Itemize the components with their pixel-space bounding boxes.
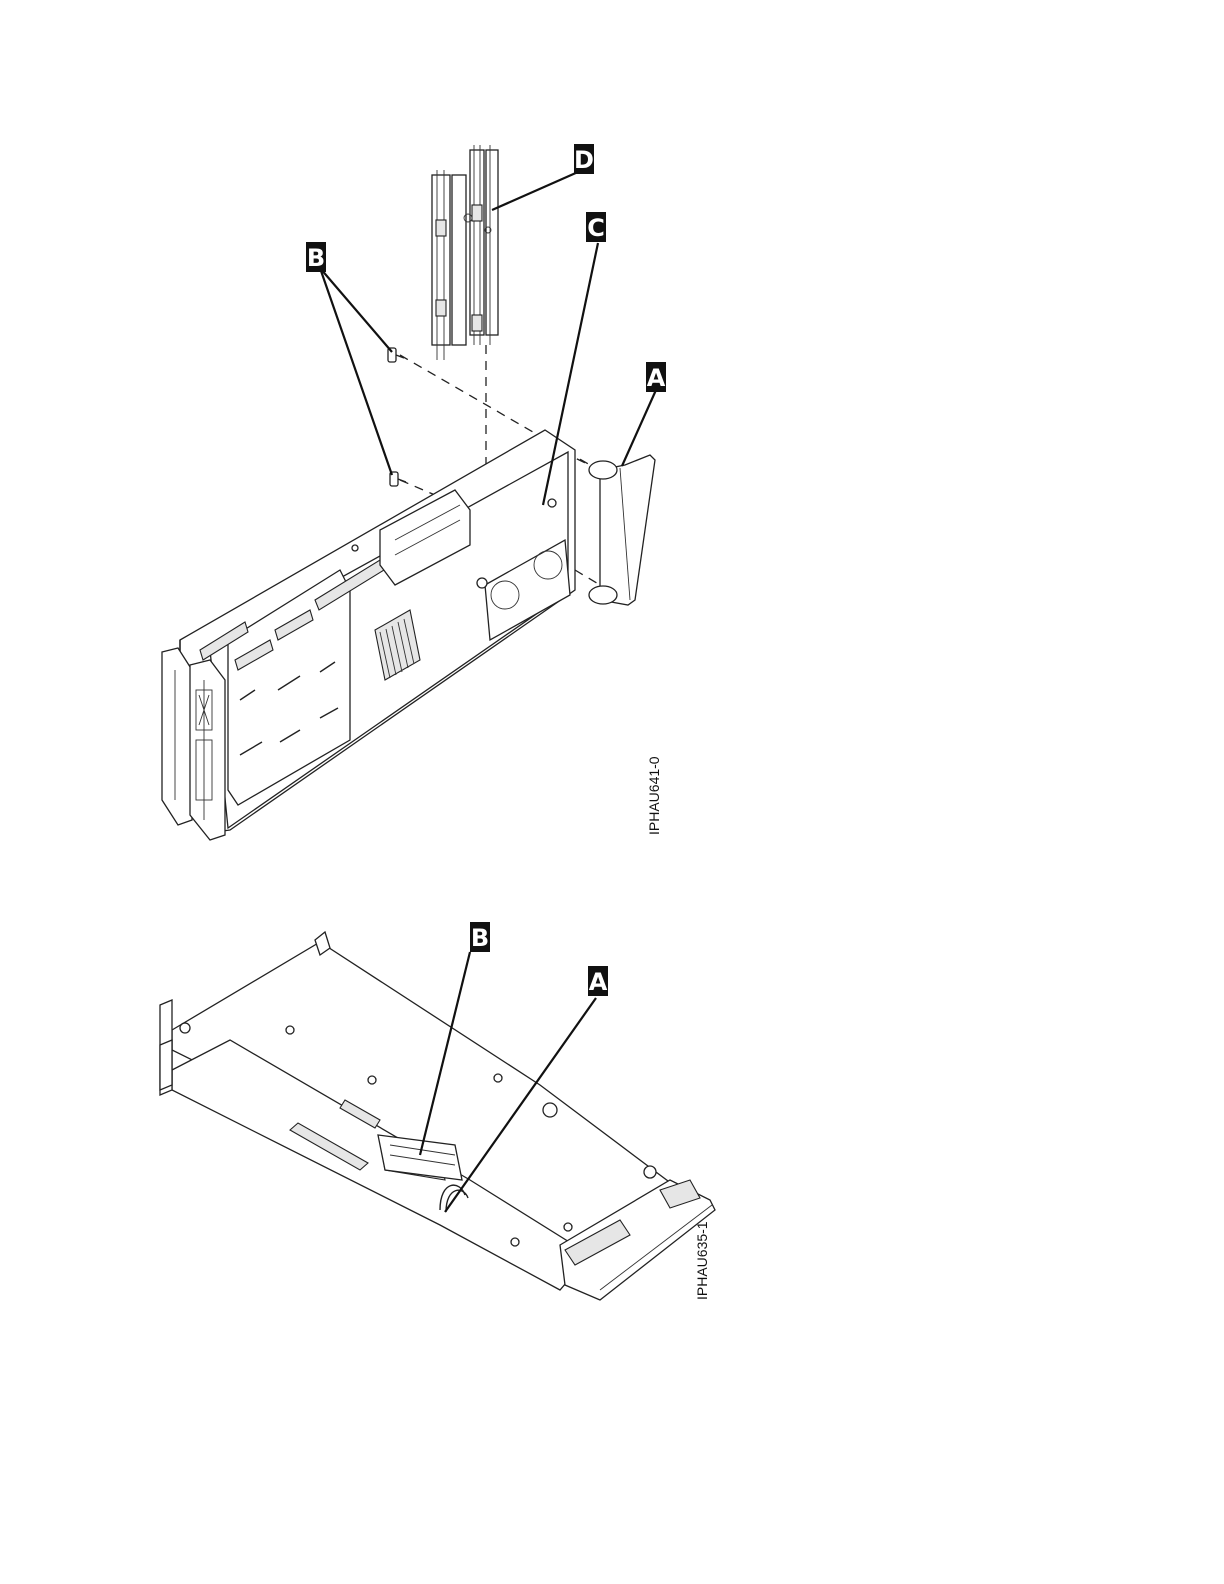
- callout-a: A: [646, 362, 666, 392]
- callout-c: C: [586, 212, 606, 242]
- svg-text:B: B: [471, 924, 489, 952]
- figure-exploded-adapter: A B C D IPHAU641-0: [0, 0, 1224, 860]
- leader-d: [492, 172, 578, 210]
- adapter-card-assembled: [160, 932, 715, 1300]
- leader-b-lower: [320, 268, 392, 475]
- handle-path: [575, 570, 600, 585]
- svg-text:D: D: [574, 146, 594, 174]
- callout-b: B: [470, 922, 490, 952]
- handle: [589, 455, 655, 605]
- leader-b-upper: [320, 268, 392, 352]
- figure-assembled-adapter: B A IPHAU635-1: [0, 880, 1224, 1340]
- svg-text:A: A: [647, 364, 666, 392]
- svg-text:C: C: [587, 214, 605, 242]
- callout-a: A: [588, 966, 608, 996]
- exploded-diagram: A B C D IPHAU641-0: [0, 0, 1224, 860]
- figure-id-label: IPHAU635-1: [694, 1221, 710, 1300]
- adapter-card: [162, 430, 575, 840]
- memory-module: [432, 145, 498, 360]
- callout-d: D: [574, 144, 594, 174]
- callout-b: B: [306, 242, 326, 272]
- leader-a: [622, 390, 656, 466]
- svg-text:B: B: [307, 244, 325, 272]
- assembled-diagram: B A IPHAU635-1: [0, 880, 1224, 1340]
- figure-id-label: IPHAU641-0: [646, 756, 662, 835]
- svg-text:A: A: [589, 968, 608, 996]
